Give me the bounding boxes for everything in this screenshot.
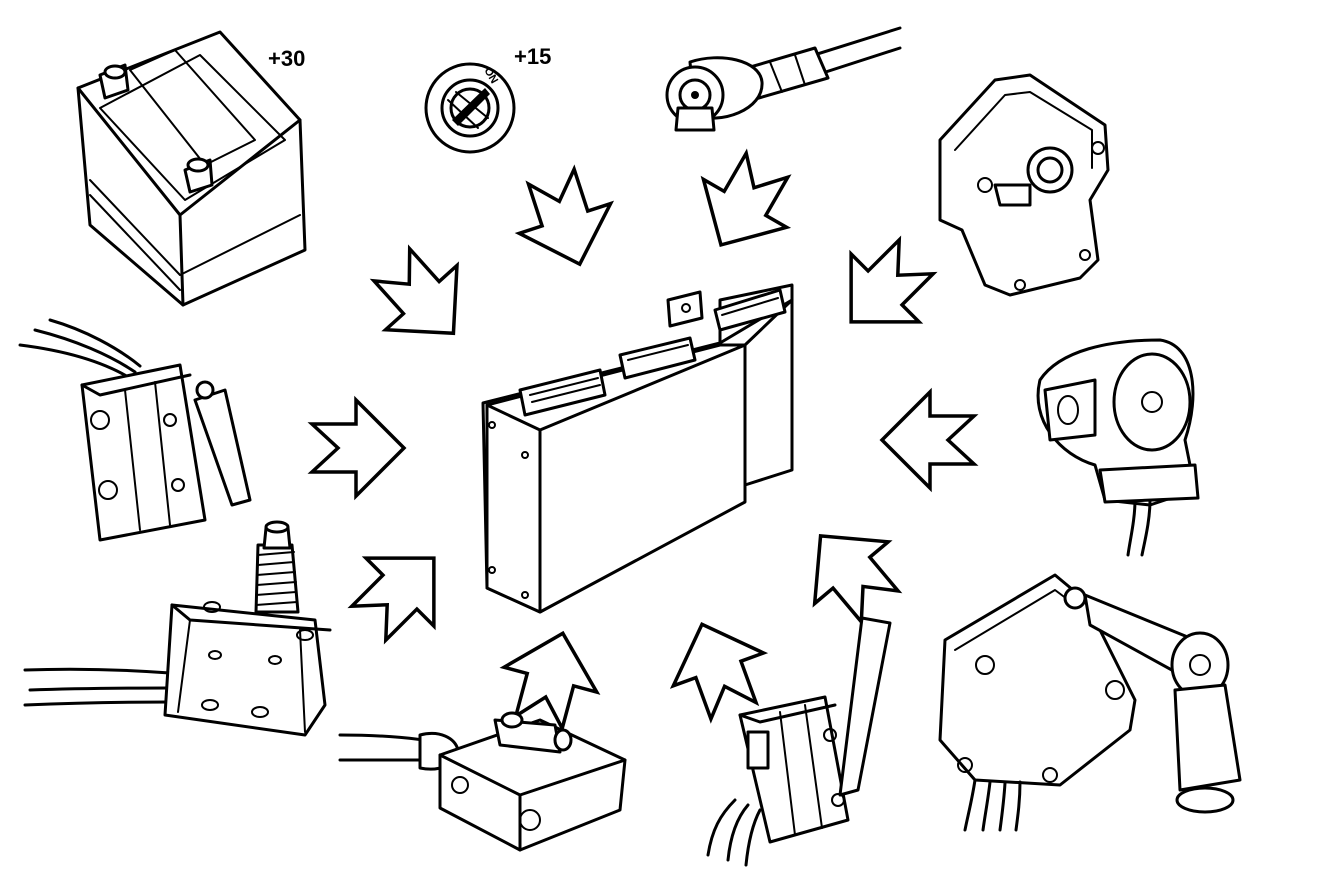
throttle-potentiometer [938,73,1110,297]
control-unit [481,283,794,614]
arrow-from-clutch-switch [499,630,601,734]
battery-terminal-label: +30 [268,46,305,71]
clutch-switch [338,711,627,852]
ignition-terminal-label: +15 [514,44,551,69]
arrow-from-throttle-sensor [879,387,979,493]
arrow-from-crank-sensor [700,148,792,248]
arrow-from-pedal-sensor [812,533,903,627]
arrow-from-left-switch [307,395,407,501]
input-arrows [307,148,979,734]
arrow-from-lever-switch [669,621,769,724]
arrow-from-ignition [514,164,615,267]
brake-switch [23,520,332,737]
left-microswitch [18,318,252,542]
pedal-position-sensor [938,573,1242,832]
speed-sensor [665,26,902,132]
throttle-position-sensor [1036,338,1200,557]
arrow-from-brake-switch [347,556,436,645]
arrow-from-throttle-switch [849,235,938,324]
arrow-from-battery [369,244,459,336]
battery [76,30,307,307]
lever-microswitch [706,616,892,867]
ignition-switch [424,62,516,154]
